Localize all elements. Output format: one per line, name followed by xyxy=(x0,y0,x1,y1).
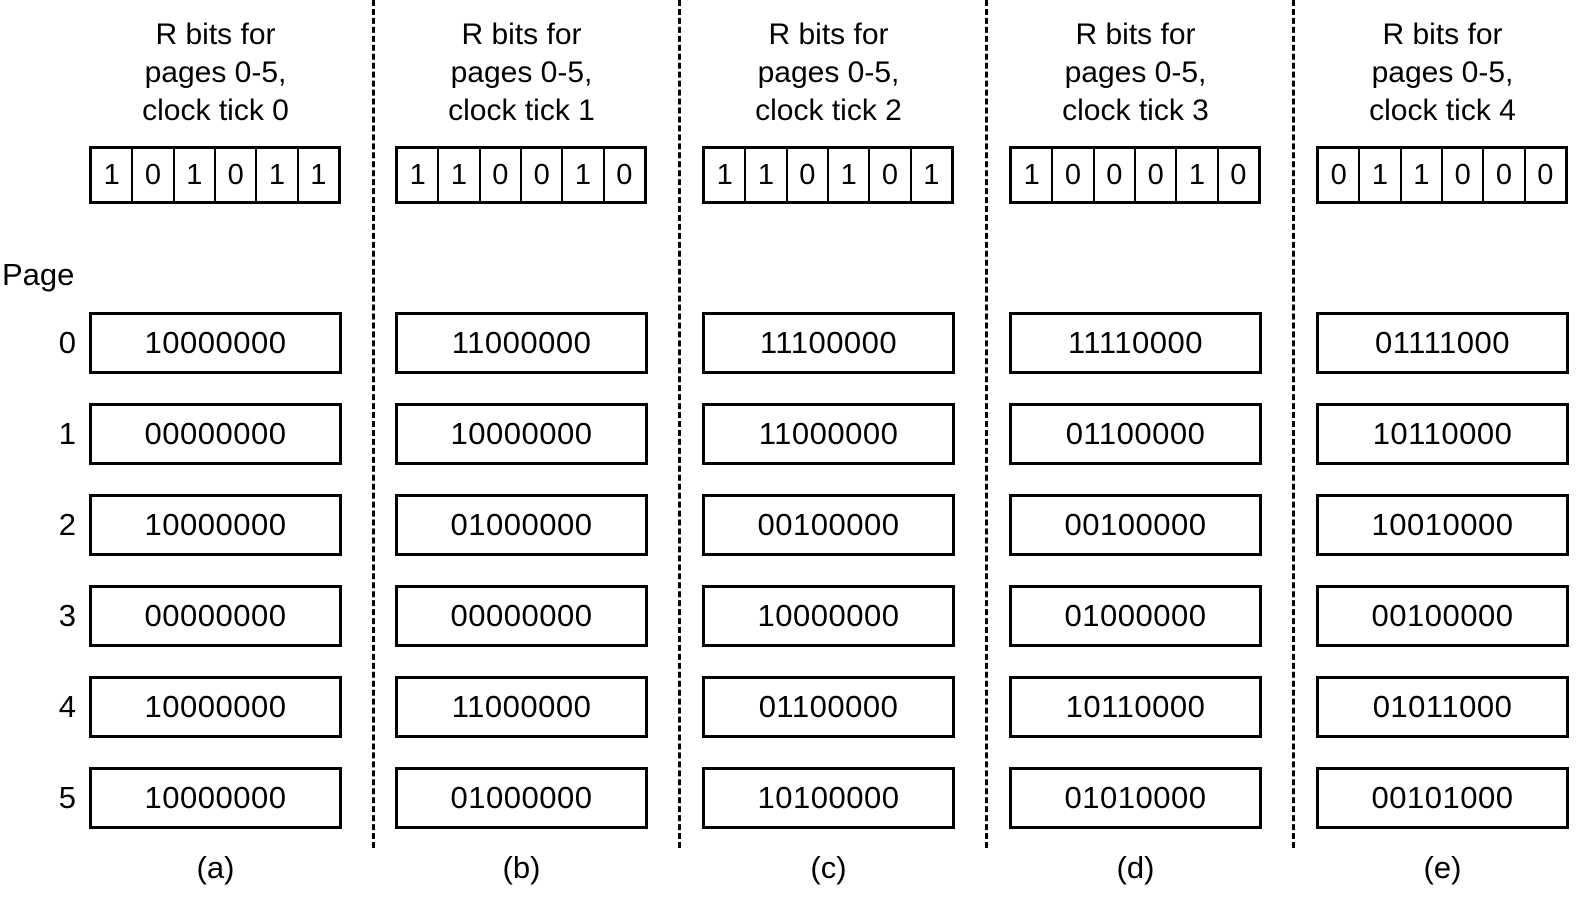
r-bits-row-b: 1 1 0 0 1 0 xyxy=(395,146,647,204)
row-number-4: 4 xyxy=(58,689,76,724)
row-number-3: 3 xyxy=(58,598,76,633)
counter-box: 10110000 xyxy=(1009,676,1262,738)
column-separator-2 xyxy=(678,0,681,848)
counter-box: 00000000 xyxy=(395,585,648,647)
counter-box: 10010000 xyxy=(1316,494,1569,556)
column-separator-4 xyxy=(1292,0,1295,848)
counter-box: 01111000 xyxy=(1316,312,1569,374)
counter-box: 01011000 xyxy=(1316,676,1569,738)
r-bits-row-d: 1 0 0 0 1 0 xyxy=(1009,146,1261,204)
clock-tick-column-e: R bits for pages 0-5, clock tick 4 0 1 1… xyxy=(1316,0,1569,905)
column-header-c: R bits for pages 0-5, clock tick 2 xyxy=(755,18,902,127)
r-bit-cell: 1 xyxy=(257,149,299,201)
r-bits-row-a: 1 0 1 0 1 1 xyxy=(89,146,341,204)
row-number-5: 5 xyxy=(58,780,76,815)
r-bit-cell: 1 xyxy=(1012,149,1054,201)
r-bit-cell: 0 xyxy=(1053,149,1095,201)
column-caption-a: (a) xyxy=(196,850,235,885)
column-header-e: R bits for pages 0-5, clock tick 4 xyxy=(1369,18,1516,127)
r-bit-cell: 0 xyxy=(216,149,258,201)
row-number-1: 1 xyxy=(58,416,76,451)
r-bit-cell: 0 xyxy=(1443,149,1485,201)
counter-box: 01010000 xyxy=(1009,767,1262,829)
r-bit-cell: 0 xyxy=(1484,149,1526,201)
column-separator-1 xyxy=(372,0,375,848)
counter-box: 10000000 xyxy=(702,585,955,647)
r-bit-cell: 0 xyxy=(522,149,564,201)
counter-box: 10000000 xyxy=(89,676,342,738)
counter-box: 00100000 xyxy=(702,494,955,556)
counter-box: 10100000 xyxy=(702,767,955,829)
column-caption-b: (b) xyxy=(502,850,541,885)
r-bit-cell: 1 xyxy=(398,149,440,201)
r-bit-cell: 1 xyxy=(563,149,605,201)
r-bit-cell: 0 xyxy=(616,158,633,191)
counter-box: 01000000 xyxy=(395,494,648,556)
counter-box: 01100000 xyxy=(702,676,955,738)
r-bit-cell: 1 xyxy=(705,149,747,201)
counter-box: 11110000 xyxy=(1009,312,1262,374)
column-header-d: R bits for pages 0-5, clock tick 3 xyxy=(1062,18,1209,127)
clock-tick-column-d: R bits for pages 0-5, clock tick 3 1 0 0… xyxy=(1009,0,1262,905)
counter-box: 11000000 xyxy=(395,676,648,738)
page-axis-label: Page xyxy=(2,257,75,292)
counter-box: 01000000 xyxy=(1009,585,1262,647)
r-bit-cell: 0 xyxy=(788,149,829,201)
clock-tick-column-c: R bits for pages 0-5, clock tick 2 1 1 0… xyxy=(702,0,955,905)
row-number-0: 0 xyxy=(58,325,76,360)
counter-box: 10000000 xyxy=(89,312,342,374)
column-header-b: R bits for pages 0-5, clock tick 1 xyxy=(448,18,595,127)
r-bit-cell: 1 xyxy=(829,149,871,201)
counter-box: 10000000 xyxy=(89,494,342,556)
r-bits-row-e: 0 1 1 0 0 0 xyxy=(1316,146,1568,204)
clock-tick-column-a: R bits for pages 0-5, clock tick 0 1 0 1… xyxy=(89,0,342,905)
r-bit-cell: 1 xyxy=(439,149,481,201)
r-bit-cell: 1 xyxy=(92,149,134,201)
r-bit-cell: 0 xyxy=(1537,158,1554,191)
r-bit-cell: 0 xyxy=(870,149,912,201)
counter-box: 10000000 xyxy=(395,403,648,465)
row-number-2: 2 xyxy=(58,507,76,542)
r-bit-cell: 1 xyxy=(1177,149,1219,201)
r-bit-cell: 0 xyxy=(133,149,175,201)
column-separator-3 xyxy=(985,0,988,848)
r-bit-cell: 0 xyxy=(481,149,522,201)
counter-box: 00000000 xyxy=(89,585,342,647)
counter-box: 10110000 xyxy=(1316,403,1569,465)
r-bit-cell: 1 xyxy=(175,149,216,201)
column-caption-c: (c) xyxy=(810,850,847,885)
counter-box: 00101000 xyxy=(1316,767,1569,829)
r-bit-cell: 0 xyxy=(1095,149,1136,201)
r-bit-cell: 0 xyxy=(1136,149,1178,201)
counter-box: 11100000 xyxy=(702,312,955,374)
counter-box: 11000000 xyxy=(702,403,955,465)
clock-tick-column-b: R bits for pages 0-5, clock tick 1 1 1 0… xyxy=(395,0,648,905)
counter-box: 00000000 xyxy=(89,403,342,465)
column-header-a: R bits for pages 0-5, clock tick 0 xyxy=(142,18,289,127)
r-bit-cell: 0 xyxy=(1230,158,1247,191)
r-bit-cell: 0 xyxy=(1319,149,1361,201)
counter-box: 00100000 xyxy=(1316,585,1569,647)
r-bit-cell: 1 xyxy=(1360,149,1402,201)
column-caption-d: (d) xyxy=(1116,850,1155,885)
r-bit-cell: 1 xyxy=(923,158,940,191)
counter-box: 10000000 xyxy=(89,767,342,829)
counter-box: 11000000 xyxy=(395,312,648,374)
r-bit-cell: 1 xyxy=(746,149,788,201)
counter-box: 01100000 xyxy=(1009,403,1262,465)
column-caption-e: (e) xyxy=(1423,850,1462,885)
counter-box: 00100000 xyxy=(1009,494,1262,556)
r-bit-cell: 1 xyxy=(1402,149,1443,201)
r-bit-cell: 1 xyxy=(310,158,327,191)
counter-box: 01000000 xyxy=(395,767,648,829)
r-bits-row-c: 1 1 0 1 0 1 xyxy=(702,146,954,204)
